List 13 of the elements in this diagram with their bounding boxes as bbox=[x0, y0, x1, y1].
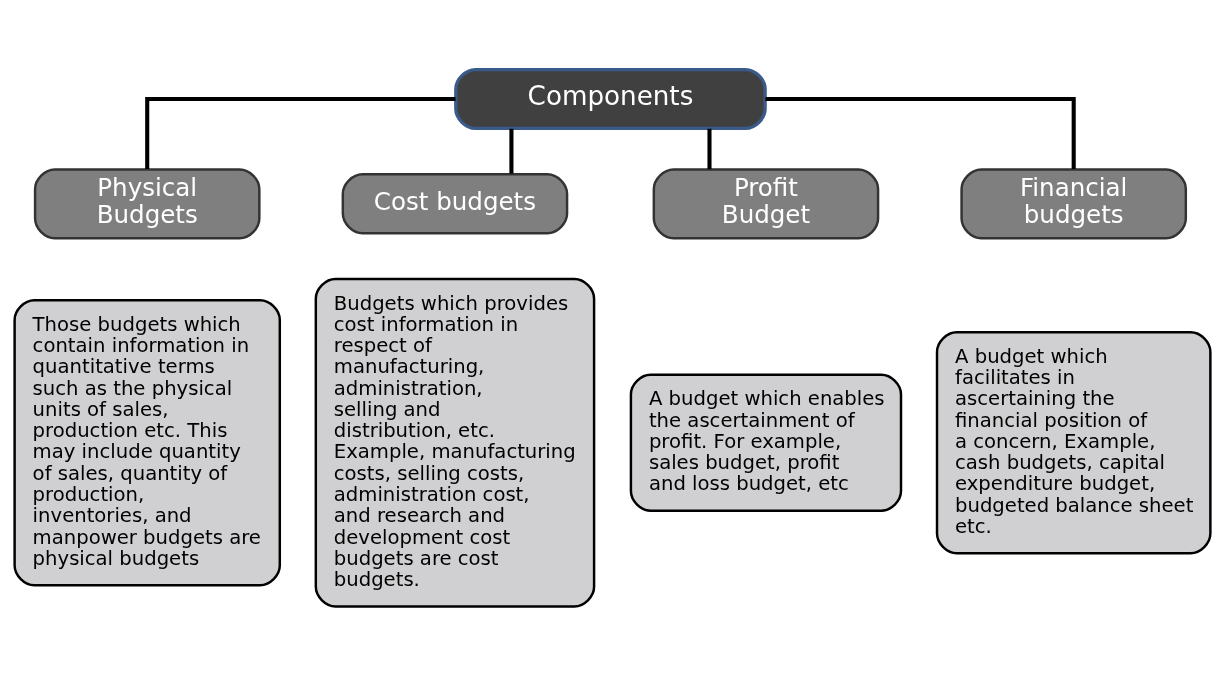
node-box: Physical Budgets bbox=[33, 167, 261, 239]
connector bbox=[145, 96, 456, 169]
node-box: Budgets which provides cost information in respect of manufacturing, administration, selling and distribution, etc. Example, manufacturing costs, selling costs, administration cost, and research and development cost budgets are cost budgets. bbox=[314, 277, 596, 608]
connector bbox=[707, 128, 712, 169]
node-box: Profit Budget bbox=[652, 167, 880, 239]
node-box: Those budgets which contain information in quantitative terms such as the physical units of sales, production etc. This may include quantity of sales, quantity of production, inventories, and manpower budgets are physical budgets bbox=[13, 298, 282, 586]
connector bbox=[765, 96, 1076, 169]
node-box: Cost budgets bbox=[341, 172, 569, 234]
node-box: A budget which facilitates in ascertaining the financial position of a concern, Example, cash budgets, capital expenditure budget, budgeted balance sheet etc. bbox=[935, 330, 1212, 554]
node-box: Financial budgets bbox=[960, 167, 1188, 239]
connector bbox=[509, 128, 514, 174]
node-box: Components bbox=[454, 67, 767, 130]
node-box: A budget which enables the ascertainment of profit. For example, sales budget, profit and loss budget, etc bbox=[629, 373, 903, 512]
